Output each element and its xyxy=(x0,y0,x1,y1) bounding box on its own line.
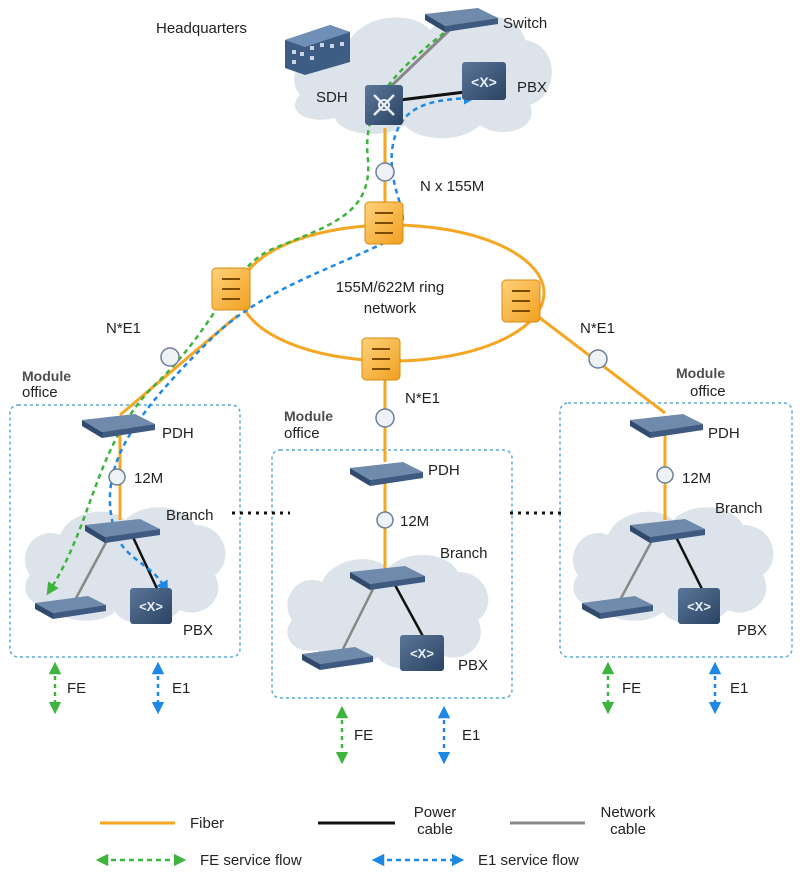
legend xyxy=(95,821,585,867)
legend-e1-flow-label: E1 service flow xyxy=(478,852,579,869)
hq-pbx-label: PBX xyxy=(517,79,548,96)
branch-switch-center-icon xyxy=(350,566,425,590)
office-left-fe-label: FE xyxy=(67,680,87,697)
hq-sdh-icon xyxy=(365,85,403,125)
office-box-right xyxy=(559,402,793,658)
office-right-title-line1: Module xyxy=(676,365,725,381)
hq-pbx-icon: <X> xyxy=(462,62,506,100)
ring-label-line1: 155M/622M ring xyxy=(335,279,445,296)
headquarters-building-icon xyxy=(285,25,350,75)
office-left-title-line2: office xyxy=(22,384,58,401)
pdh-left-icon xyxy=(82,414,155,438)
transceiver-icons xyxy=(108,162,674,529)
office-left-pdh-label: PDH xyxy=(162,425,194,442)
office-center-title-line2: office xyxy=(284,425,320,442)
pdh-center-icon xyxy=(350,462,423,486)
ring-adm-right-icon xyxy=(501,279,541,323)
hq-sdh-label: SDH xyxy=(316,89,348,106)
office-center-fe-label: FE xyxy=(354,727,374,744)
ring-center-link-label: N*E1 xyxy=(405,390,441,407)
hq-trunk-label: N x 155M xyxy=(420,178,485,195)
ring-right-link-label: N*E1 xyxy=(580,320,616,337)
e1-service-flow-path xyxy=(108,92,477,594)
office-center-link-label: 12M xyxy=(400,513,430,530)
svg-text:<X>: <X> xyxy=(410,646,434,661)
legend-fe-flow-label: FE service flow xyxy=(200,852,302,869)
office-server-center-icon xyxy=(302,647,373,670)
office-center-pbx-label: PBX xyxy=(458,657,489,674)
office-center-pdh-label: PDH xyxy=(428,462,460,479)
hq-switch-icon xyxy=(425,8,498,32)
office-right-e1-label: E1 xyxy=(730,680,749,697)
office-pbx-right-icon: <X> xyxy=(678,588,720,624)
ring-label-line2: network xyxy=(363,300,417,317)
office-right-pbx-label: PBX xyxy=(737,622,768,639)
branch-switch-right-icon xyxy=(630,519,705,543)
office-right-title-line2: office xyxy=(690,383,726,400)
svg-text:<X>: <X> xyxy=(471,74,497,90)
legend-power-label: Power cable xyxy=(413,804,457,838)
office-pbx-left-icon: <X> xyxy=(130,588,172,624)
legend-fiber-label: Fiber xyxy=(190,815,225,832)
office-center-branch-label: Branch xyxy=(440,545,488,562)
office-left-branch-label: Branch xyxy=(166,507,214,524)
office-server-right-icon xyxy=(582,596,653,619)
office-center-title-line1: Module xyxy=(284,408,333,424)
branch-switch-left-icon xyxy=(85,519,160,543)
svg-text:<X>: <X> xyxy=(687,599,711,614)
ring-left-link-label: N*E1 xyxy=(106,320,142,337)
ring-adm-left-icon xyxy=(211,267,251,311)
hq-title: Headquarters xyxy=(156,20,247,37)
ring-adm-top-icon xyxy=(364,201,404,245)
legend-network-label: Network cable xyxy=(600,804,656,838)
pdh-right-icon xyxy=(630,414,703,438)
office-left-pbx-label: PBX xyxy=(183,622,214,639)
office-right-pdh-label: PDH xyxy=(708,425,740,442)
office-left-e1-label: E1 xyxy=(172,680,191,697)
office-left-title-line1: Module xyxy=(22,368,71,384)
office-center-e1-label: E1 xyxy=(462,727,481,744)
office-right-branch-label: Branch xyxy=(715,500,763,517)
office-left-link-label: 12M xyxy=(134,470,164,487)
svg-text:<X>: <X> xyxy=(139,599,163,614)
office-right-link-label: 12M xyxy=(682,470,712,487)
office-server-left-icon xyxy=(35,596,106,619)
office-right-fe-label: FE xyxy=(622,680,642,697)
hq-switch-label: Switch xyxy=(503,15,548,32)
ring-adm-bottom-icon xyxy=(361,337,401,381)
office-pbx-center-icon: <X> xyxy=(400,635,444,671)
